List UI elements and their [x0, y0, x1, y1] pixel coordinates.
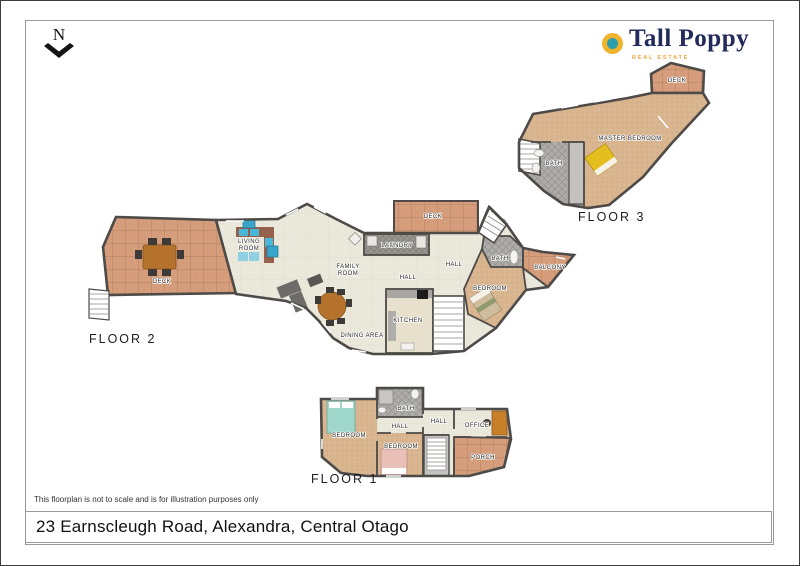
logo-tagline: REAL ESTATE	[632, 55, 690, 61]
room-label: FAMILY	[336, 264, 359, 270]
room-label: BATH	[545, 161, 562, 167]
floor2-stairs	[432, 295, 465, 352]
floor3-plan: DECK MASTER BEDROOM BATH	[517, 61, 711, 210]
room-label: BATH	[491, 256, 508, 262]
floor1-title: FLOOR 1	[311, 472, 379, 486]
floor2-bed	[469, 286, 503, 322]
floor1-stairs	[423, 434, 450, 477]
floor2-living-furniture	[236, 218, 279, 263]
floor3-bed	[584, 142, 619, 177]
logo-brand-name: Tall Poppy	[629, 25, 750, 52]
floor3-deck	[651, 63, 704, 93]
room-label: PORCH	[471, 455, 495, 461]
room-label: BATH	[397, 406, 414, 412]
room-label: HALL	[400, 275, 417, 281]
floor2-title: FLOOR 2	[89, 332, 157, 346]
floor2-deck-table	[135, 238, 184, 276]
floor2-deck-stairs	[88, 288, 110, 321]
floor1-bed-center	[380, 448, 408, 476]
property-address: 23 Earnscleugh Road, Alexandra, Central …	[36, 517, 409, 536]
room-label: HALL	[446, 262, 463, 268]
room-label: BEDROOM	[332, 433, 366, 439]
floor3-toilet	[531, 162, 541, 174]
north-arrow: N	[39, 25, 79, 71]
brand-logo: Tall Poppy REAL ESTATE	[599, 25, 774, 65]
room-label: ROOM	[338, 271, 358, 277]
sheet-frame	[25, 20, 774, 545]
north-label: N	[52, 25, 66, 44]
room-label: LAUNDRY	[381, 243, 412, 249]
room-label: HALL	[431, 419, 448, 425]
floor1-hall-left	[377, 417, 423, 433]
room-label: LIVING	[238, 239, 260, 245]
logo-circle-icon	[602, 33, 623, 54]
room-label: BEDROOM	[473, 286, 507, 292]
address-bar: 23 Earnscleugh Road, Alexandra, Central …	[25, 511, 772, 543]
room-label: DECK	[424, 214, 442, 220]
room-label: DECK	[153, 279, 171, 285]
north-chevron-icon	[44, 43, 74, 58]
room-label: DECK	[668, 78, 686, 84]
room-label: KITCHEN	[393, 318, 422, 324]
floor3-sink	[533, 149, 545, 157]
floor2-dining-table	[315, 287, 352, 326]
room-label: HALL	[392, 424, 409, 430]
room-label: ROOM	[239, 246, 259, 252]
room-label: BALCONY	[534, 265, 565, 271]
floor1-plan: BEDROOM BATH HALL HALL OFFICE BEDROOM PO…	[319, 386, 513, 478]
floor2-plan: DECK LIVING ROOM FAMILY ROOM LAUNDRY DEC…	[88, 200, 577, 356]
room-label: DINING AREA	[340, 333, 383, 339]
room-label: OFFICE	[465, 423, 489, 429]
floor3-title: FLOOR 3	[578, 210, 646, 224]
room-label: MASTER BEDROOM	[598, 136, 661, 142]
room-label: BEDROOM	[384, 444, 418, 450]
floor1-bed-left	[326, 400, 356, 434]
floor1-desk	[483, 410, 508, 436]
disclaimer-text: This floorplan is not to scale and is fo…	[34, 495, 259, 504]
